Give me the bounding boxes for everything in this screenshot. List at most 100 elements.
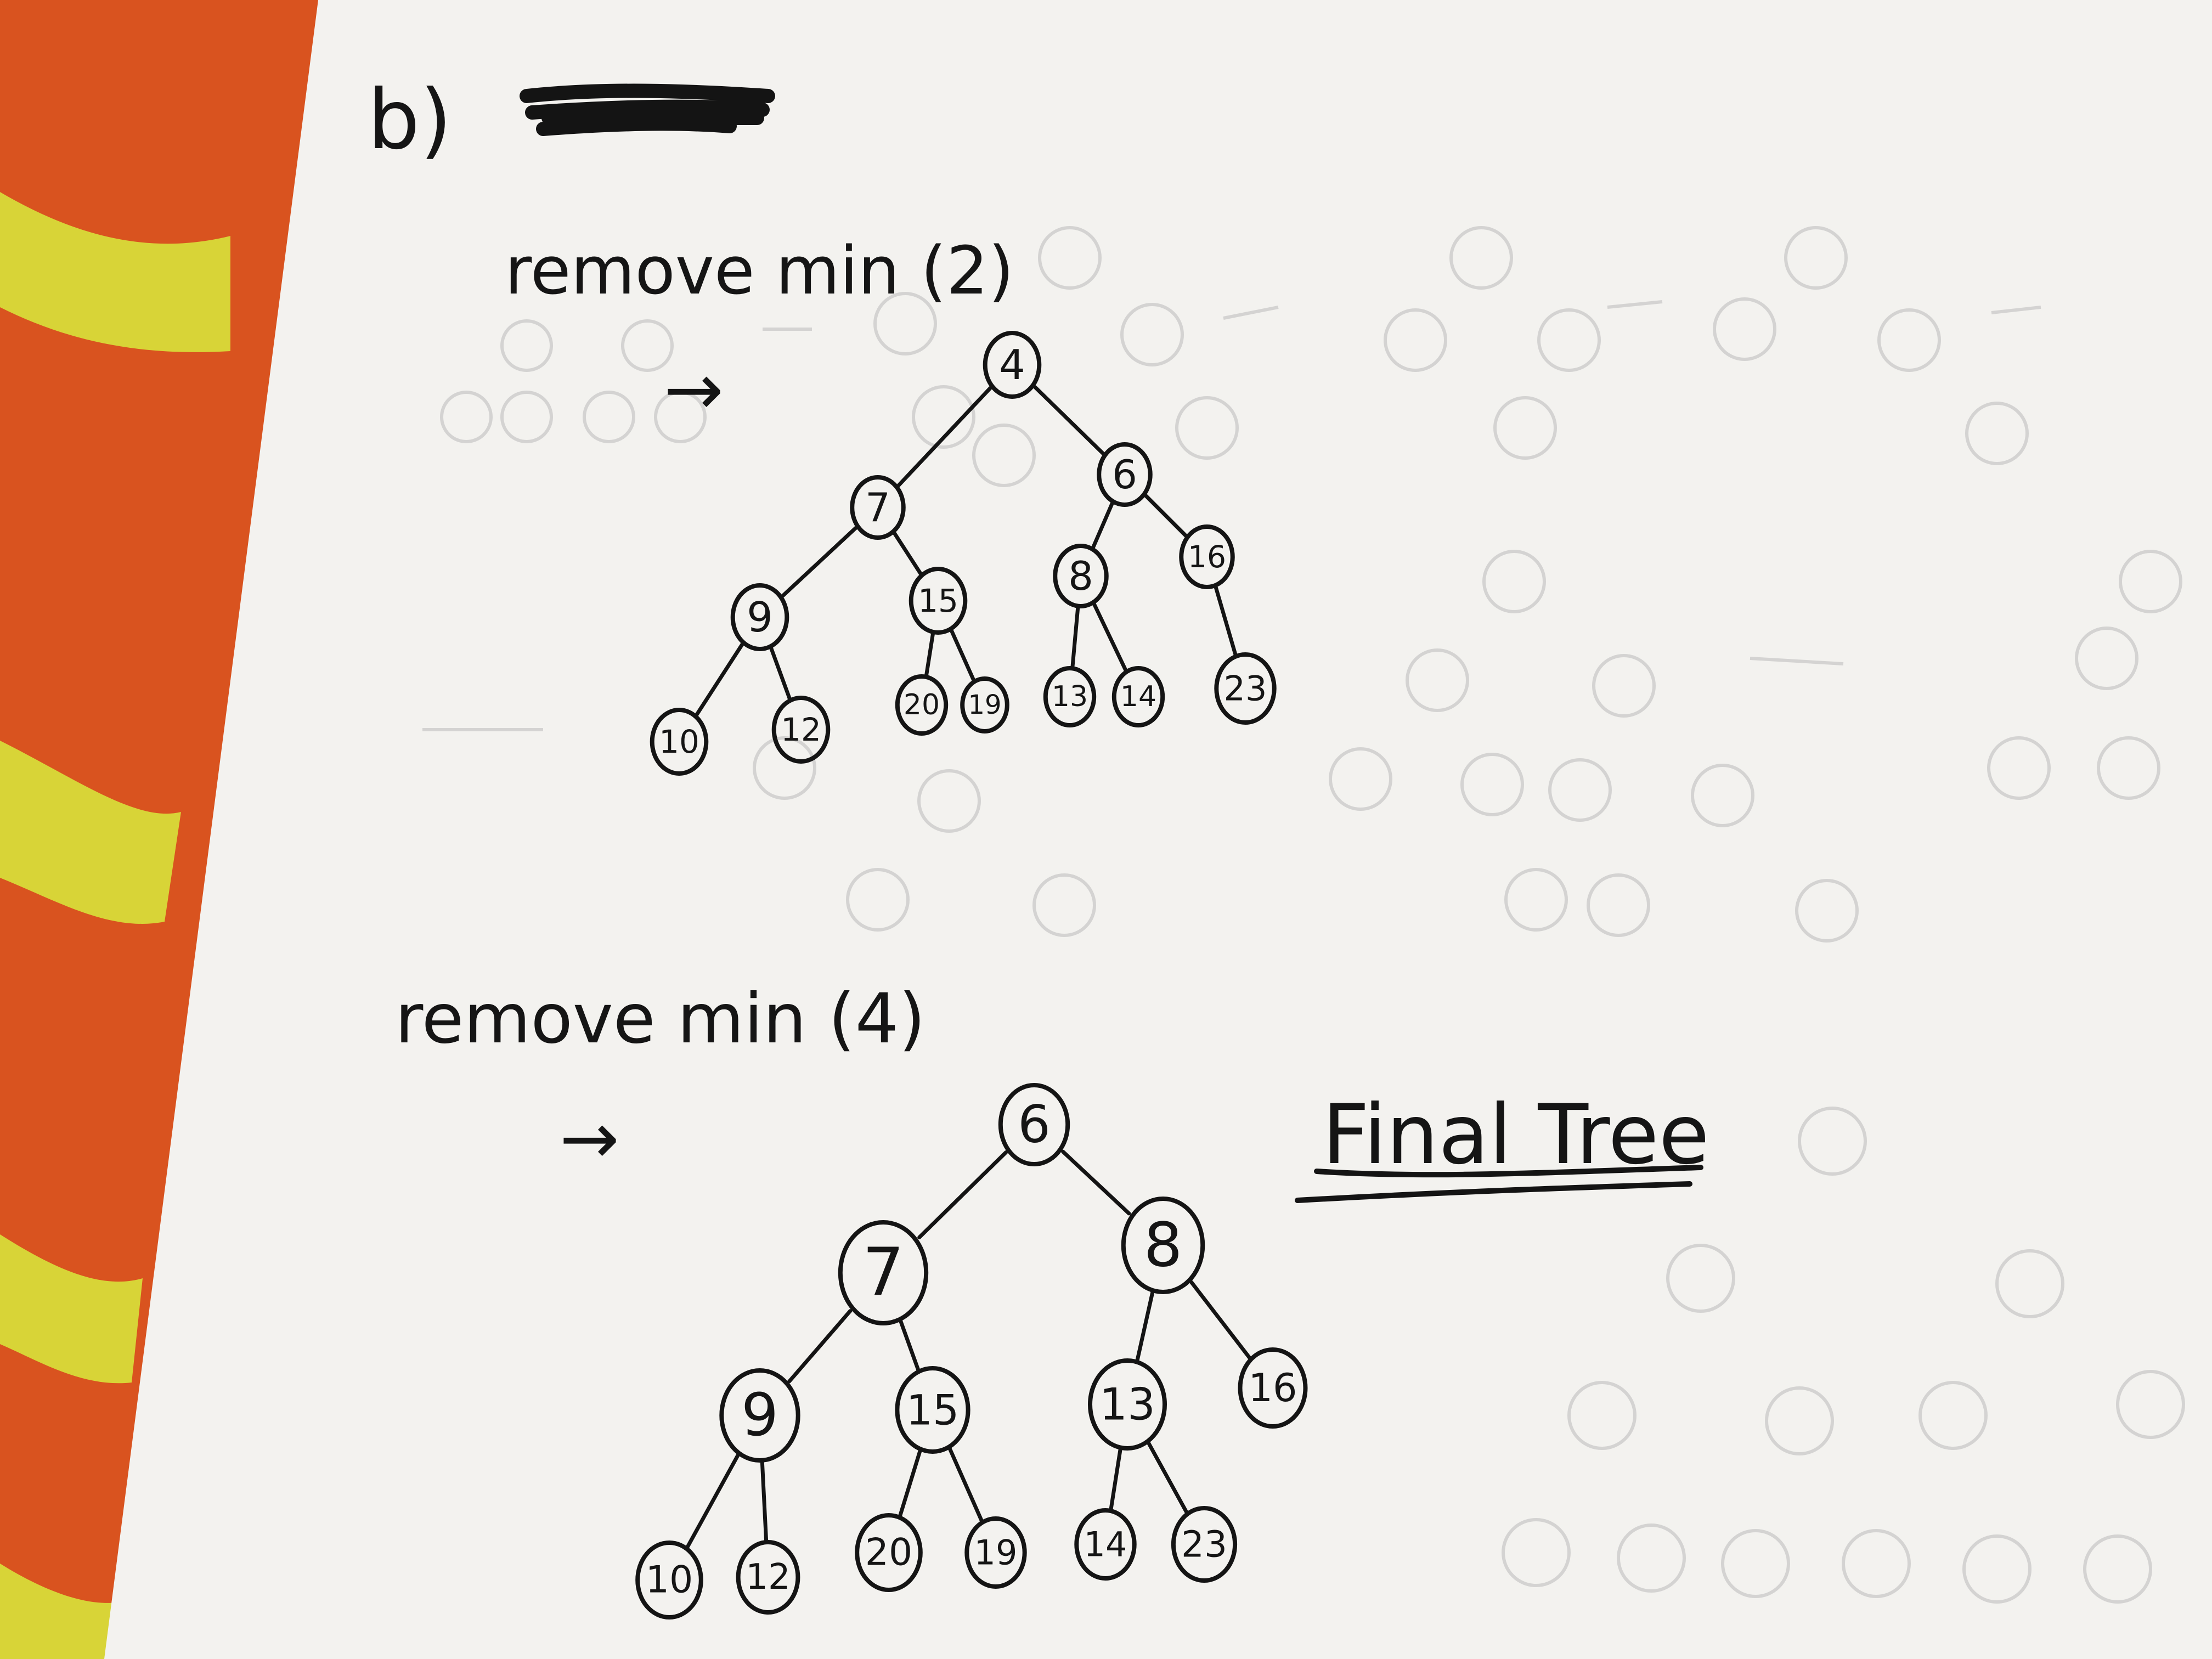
tree1-edge-8-14	[1092, 601, 1128, 673]
tree1-node-circle	[960, 676, 1009, 733]
tree1-node-10: 10	[650, 708, 709, 776]
tree1-node-circle	[1053, 544, 1109, 608]
tree1-node-label: 6	[1112, 452, 1137, 498]
tree2-node-8: 8	[1121, 1197, 1205, 1294]
tree2-edge-13-23	[1147, 1441, 1189, 1515]
tree1-edge-7-9	[781, 526, 858, 597]
tree1-node-label: 16	[1188, 539, 1226, 574]
tree1-node-label: 12	[781, 711, 821, 748]
step1-label: remove min (2)	[505, 233, 1014, 309]
tree1-node-label: 8	[1068, 553, 1093, 599]
tree2-edge-6-8	[1061, 1149, 1131, 1216]
tree1-node-label: 10	[659, 723, 699, 760]
bleed-through-ghost-trees	[422, 226, 2185, 1604]
tree1-node-circle	[1097, 442, 1153, 507]
tree2-node-label: 6	[1018, 1095, 1051, 1155]
tree2-node-6: 6	[998, 1083, 1070, 1166]
tree1-node-8: 8	[1053, 544, 1109, 608]
tree2-node-label: 19	[974, 1533, 1018, 1573]
tree2-node-circle	[736, 1540, 800, 1615]
tree2-node-label: 20	[865, 1531, 913, 1575]
tree1-node-19: 19	[960, 676, 1009, 733]
tree2-node-circle	[895, 1366, 970, 1454]
tree2-node-label: 23	[1181, 1523, 1227, 1566]
scribbled-out-text	[520, 83, 775, 136]
tree1-node-label: 4	[999, 341, 1025, 389]
tree2-node-circle	[719, 1368, 800, 1463]
tree2-edge-9-12	[760, 1458, 769, 1544]
tree2-node-label: 13	[1099, 1379, 1155, 1430]
tree1-edge-9-10	[695, 642, 744, 717]
tree2-edge-8-16	[1189, 1280, 1251, 1360]
tree1-node-circle	[1179, 524, 1235, 589]
tree1-node-circle	[650, 708, 709, 776]
tree2-node-circle	[1088, 1358, 1167, 1451]
tree2-edge-7-15	[898, 1318, 921, 1373]
tree2-node-label: 7	[862, 1235, 904, 1311]
tree1-node-circle	[1111, 666, 1165, 727]
tree1-node-4: 4	[983, 331, 1042, 399]
tree2-edge-15-20	[898, 1448, 923, 1519]
tree1-edge-8-13	[1070, 604, 1080, 670]
tree2-edge-13-14	[1109, 1446, 1123, 1513]
tree2-node-circle	[1121, 1197, 1205, 1294]
final-tree-underline	[1295, 1165, 1703, 1203]
tree1-node-circle	[983, 331, 1042, 399]
tree2-node-20: 20	[855, 1513, 923, 1592]
tree1-node-7: 7	[850, 475, 906, 540]
tree2-node-23: 23	[1171, 1506, 1238, 1583]
tree1-node-label: 7	[865, 484, 890, 531]
tree1-node-label: 19	[968, 690, 1001, 720]
tree2-edge-8-13	[1135, 1289, 1155, 1364]
tree1-edge-15-19	[949, 628, 976, 683]
part-label: b)	[368, 72, 452, 168]
tree1-node-label: 13	[1052, 680, 1088, 713]
tree2-edges	[685, 1149, 1251, 1549]
tree1-node-6: 6	[1097, 442, 1153, 507]
tree2-node-label: 8	[1144, 1210, 1183, 1281]
tree1-node-12: 12	[771, 696, 831, 764]
step2-arrow: →	[560, 1097, 619, 1180]
tree2-node-19: 19	[964, 1516, 1027, 1589]
tree2-node-circle	[855, 1513, 923, 1592]
tree1-node-15: 15	[909, 567, 968, 635]
tree2-node-label: 16	[1248, 1365, 1297, 1410]
tree1-node-label: 20	[904, 689, 940, 721]
tree2-node-label: 10	[646, 1559, 693, 1602]
tree2-node-label: 12	[746, 1557, 790, 1598]
tree1-node-label: 14	[1120, 680, 1156, 713]
tree1-node-20: 20	[895, 674, 949, 736]
tree2-node-14: 14	[1074, 1508, 1137, 1581]
tree1-edge-16-23	[1213, 584, 1238, 658]
tree1-node-label: 23	[1224, 669, 1267, 709]
tree1-node-14: 14	[1111, 666, 1165, 727]
step1-arrow: →	[664, 348, 724, 431]
tree1-node-label: 15	[918, 582, 958, 619]
tree2-node-label: 15	[906, 1386, 960, 1435]
tree2-edge-7-9	[787, 1309, 853, 1384]
tree2-node-15: 15	[895, 1366, 970, 1454]
tree1-edge-7-15	[892, 531, 923, 576]
tree2-node-circle	[635, 1541, 703, 1620]
tree1-node-23: 23	[1214, 652, 1277, 725]
tree1-edge-4-7	[896, 386, 992, 488]
tree2-node-circle	[1171, 1506, 1238, 1583]
tree2-node-circle	[964, 1516, 1027, 1589]
tree2-node-label: 14	[1084, 1525, 1127, 1565]
tree2-node-13: 13	[1088, 1358, 1167, 1451]
tree1-edge-6-8	[1091, 500, 1115, 551]
tree1-edge-4-6	[1033, 385, 1105, 456]
tree1-edge-15-20	[924, 630, 935, 679]
tree1-node-circle	[895, 674, 949, 736]
tree2-node-12: 12	[736, 1540, 800, 1615]
tree2-edge-15-19	[947, 1446, 984, 1523]
tree1-edge-6-16	[1144, 494, 1188, 538]
tree1-edge-9-12	[769, 645, 792, 702]
tree2-node-16: 16	[1238, 1347, 1308, 1429]
tree1-node-circle	[730, 583, 789, 651]
